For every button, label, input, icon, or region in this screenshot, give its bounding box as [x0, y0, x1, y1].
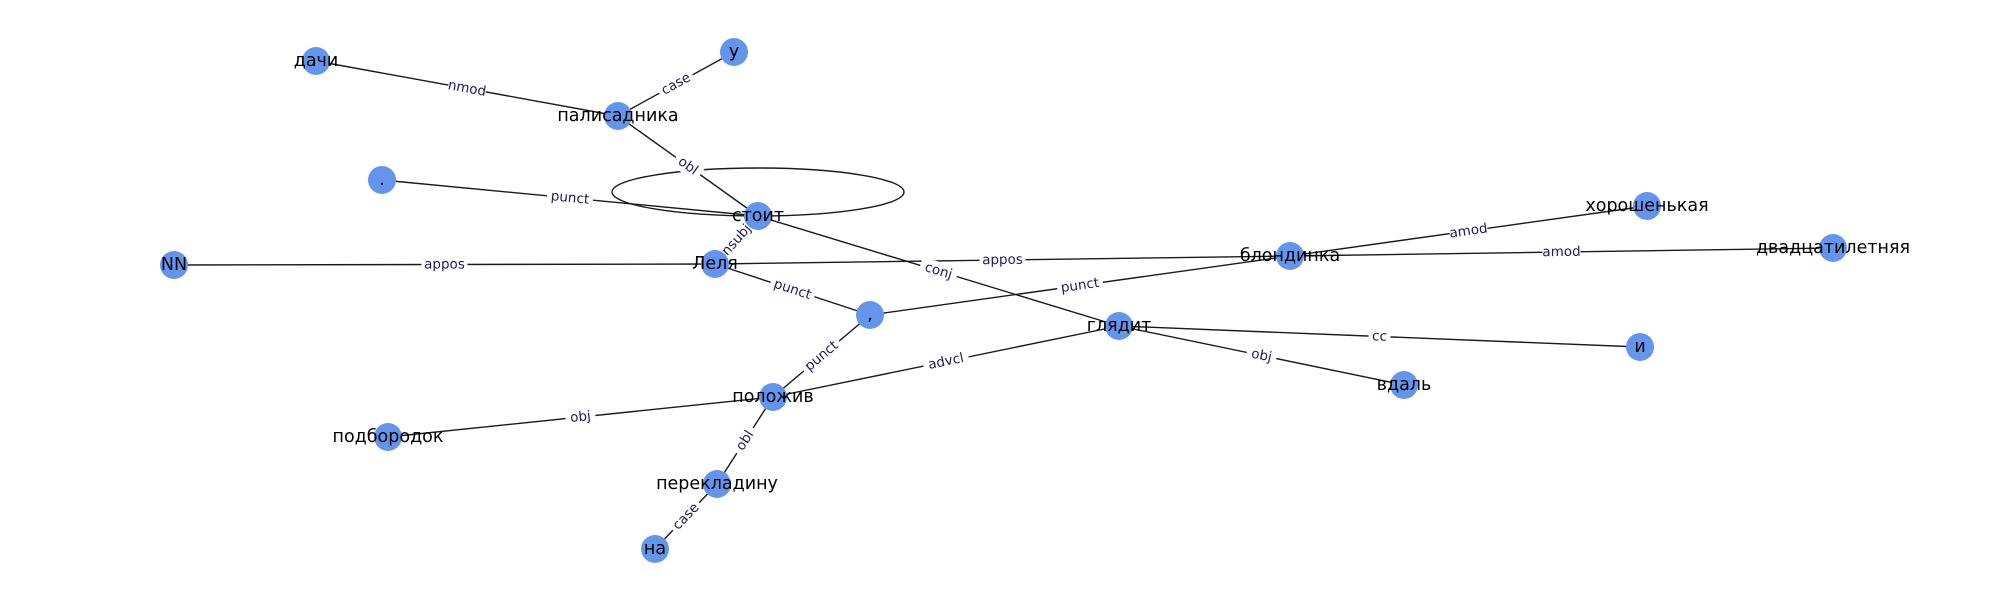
node-label-na: на [644, 539, 666, 559]
edge-label-conj: conj [917, 256, 960, 286]
edge-label-text: nmod [447, 77, 488, 100]
node-label-comma: , [867, 305, 873, 325]
node-palisadnika [604, 102, 632, 130]
edge-label-text: punct [772, 276, 813, 303]
node-podborodok [374, 423, 402, 451]
node-label-i: и [1634, 337, 1645, 357]
node-u [720, 38, 748, 66]
node-label-lelya: Леля [692, 254, 738, 274]
edge-label-text: punct [1060, 275, 1100, 296]
edge-label-punct: punct [767, 273, 818, 306]
node-glyadit [1105, 312, 1133, 340]
node-label-blondinka: блондинка [1240, 246, 1340, 266]
edge-label-nmod: nmod [446, 76, 488, 101]
edge-label-background [666, 496, 706, 537]
edge-label-text: amod [1448, 220, 1488, 241]
edge-label-cc: cc [1368, 327, 1391, 346]
node-label-polozhiv: положив [732, 387, 814, 407]
node-stoit [744, 202, 772, 230]
edges-layer [173, 51, 1834, 550]
edge-label-background [1055, 273, 1105, 298]
nodes-layer [160, 38, 1847, 563]
edge-label-background [729, 423, 761, 458]
node-label-vdal: вдаль [1377, 375, 1432, 395]
node-label-dachi: дачи [294, 51, 339, 71]
edge-label-amod: amod [1542, 242, 1581, 262]
node-na [641, 535, 669, 563]
edge-label-background [421, 255, 468, 274]
edge-label-obj: obj [1244, 343, 1279, 368]
edge-label-text: advcl [927, 350, 965, 373]
edge-label-background [979, 250, 1026, 270]
node-label-perekladinu: перекладину [656, 474, 778, 494]
edge-label-background [714, 216, 759, 264]
edge-label-appos: appos [421, 255, 468, 274]
edge-label-punct: punct [798, 334, 845, 378]
node-dvadtsatiletnyaya [1819, 234, 1847, 262]
edge-label-text: obj [1250, 346, 1273, 366]
edge-label-background [1448, 219, 1489, 243]
edge-label-background [655, 66, 697, 102]
edge-label-obl: obl [729, 423, 761, 458]
node-dot [368, 166, 396, 194]
node-vdal [1390, 371, 1418, 399]
node-comma [856, 301, 884, 329]
edge-label-obl: obl [670, 149, 706, 183]
edge-label-amod: amod [1448, 219, 1489, 243]
node-dachi [302, 47, 330, 75]
node-label-NN: NN [161, 255, 187, 275]
edge-label-punct: punct [1055, 273, 1105, 298]
node-label-stoit: стоит [732, 206, 784, 226]
node-khoroshenkaya [1633, 192, 1661, 220]
edge-label-text: obj [569, 408, 591, 426]
edge-label-case: case [655, 66, 697, 102]
node-label-dvadtsatiletnyaya: двадцатилетняя [1756, 238, 1910, 258]
edge-label-background [546, 186, 594, 210]
node-lelya [701, 250, 729, 278]
node-blondinka [1276, 242, 1304, 270]
edge-label-text: punct [550, 188, 590, 208]
node-label-palisadnika: палисадника [557, 106, 678, 126]
edge-label-punct: punct [546, 186, 594, 210]
edge-label-background [564, 406, 597, 428]
node-label-dot: . [379, 170, 385, 190]
node-label-glyadit: глядит [1087, 316, 1152, 336]
edge-label-background [917, 256, 960, 286]
edge-label-advcl: advcl [921, 348, 971, 375]
node-NN [160, 251, 188, 279]
node-i [1626, 333, 1654, 361]
edge-label-background [1244, 343, 1279, 368]
edge-label-text: cc [1372, 328, 1387, 345]
node-polozhiv [759, 383, 787, 411]
node-label-podborodok: подбородок [333, 427, 444, 447]
node-label-u: у [729, 42, 739, 62]
edge-label-background [1368, 327, 1391, 346]
node-perekladinu [703, 470, 731, 498]
edge-label-text: amod [1542, 244, 1580, 261]
node-label-khoroshenkaya: хорошенькая [1585, 196, 1708, 216]
edge-label-text: appos [982, 252, 1023, 269]
edge-label-background [798, 334, 845, 378]
edge-label-obj: obj [564, 406, 597, 428]
edge-label-background [921, 348, 971, 375]
edge-label-background [670, 149, 706, 183]
edge-label-background [767, 273, 818, 306]
edge-label-appos: appos [979, 250, 1026, 270]
edge-label-background [1542, 242, 1581, 262]
edge-label-text: conj [923, 259, 954, 282]
edge-label-text: appos [424, 256, 465, 272]
edge-label-background [446, 76, 488, 101]
